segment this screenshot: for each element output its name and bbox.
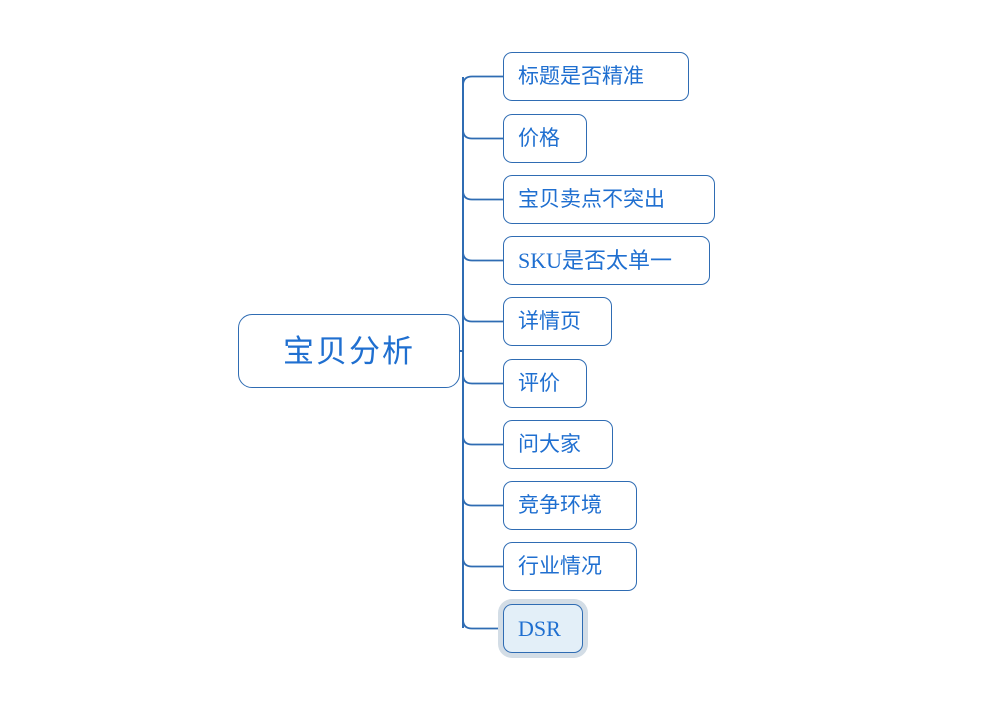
connector-branch	[462, 374, 503, 385]
connector-branch	[462, 75, 503, 86]
branch-node-label: SKU是否太单一	[518, 247, 673, 273]
branch-node[interactable]: 宝贝卖点不突出	[503, 175, 715, 224]
connector-branch	[462, 496, 503, 507]
branch-node[interactable]: 标题是否精准	[503, 52, 689, 101]
branch-node[interactable]: 行业情况	[503, 542, 637, 591]
branch-node[interactable]: 详情页	[503, 297, 612, 346]
branch-node[interactable]: 价格	[503, 114, 587, 163]
connector-branch	[462, 435, 503, 446]
branch-node-label: 行业情况	[518, 555, 602, 578]
connector-branch	[462, 619, 503, 630]
branch-node-label: 详情页	[518, 310, 581, 333]
branch-node-label: 竞争环境	[518, 494, 602, 517]
connector-branch	[462, 190, 503, 201]
branch-node-label: DSR	[518, 615, 561, 641]
branch-node-label: 问大家	[518, 433, 581, 456]
branch-node[interactable]: SKU是否太单一	[503, 236, 710, 285]
branch-node-label: 宝贝卖点不突出	[518, 188, 665, 211]
branch-node-label: 价格	[518, 127, 560, 150]
branch-node[interactable]: 评价	[503, 359, 587, 408]
connector-branch	[462, 557, 503, 568]
root-node-label: 宝贝分析	[283, 333, 415, 369]
branch-node[interactable]: 竞争环境	[503, 481, 637, 530]
connector-branch	[462, 312, 503, 323]
branch-node-label: 标题是否精准	[518, 65, 644, 88]
connector-branch	[462, 129, 503, 140]
connector-branch	[462, 251, 503, 262]
branch-node-label: 评价	[518, 372, 560, 395]
branch-node[interactable]: 问大家	[503, 420, 613, 469]
root-node[interactable]: 宝贝分析	[238, 314, 460, 388]
branch-node[interactable]: DSR	[503, 604, 583, 653]
